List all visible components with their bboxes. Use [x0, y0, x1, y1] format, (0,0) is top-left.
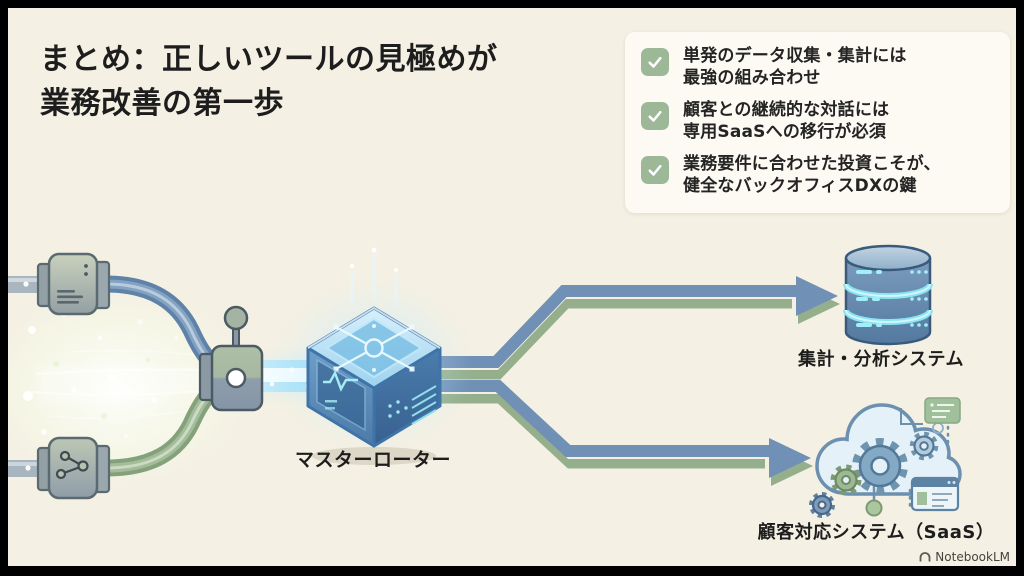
title-line-1: まとめ：正しいツールの見極めが: [40, 42, 498, 77]
check-line: 最強の組み合わせ: [683, 68, 821, 89]
check-line: 健全なバックオフィスDXの鍵: [683, 176, 917, 197]
check-icon: [641, 48, 669, 76]
gear-icon: [809, 492, 835, 518]
check-item-text: 単発のデータ収集・集計には 最強の組み合わせ: [683, 45, 907, 90]
arrow-right-icon: [769, 438, 811, 478]
check-item: 顧客との継続的な対話には 専用SaaSへの移行が必須: [641, 99, 994, 144]
master-router-cube-icon: [274, 247, 474, 465]
notebooklm-logo-icon: [919, 552, 931, 562]
valve-junction-icon: [198, 305, 264, 412]
gear-icon: [909, 431, 939, 461]
analytics-system-label: 集計・分析システム: [798, 349, 964, 370]
check-line: 単発のデータ収集・集計には: [683, 46, 907, 66]
cloud-gears-icon: [809, 397, 962, 518]
page-title: まとめ：正しいツールの見極めが 業務改善の第一歩: [40, 38, 600, 125]
output-arrow-top: [438, 276, 840, 380]
pipeline-diagram: [8, 244, 962, 518]
checklist-panel: 単発のデータ収集・集計には 最強の組み合わせ 顧客との継続的な対話には 専用Sa…: [625, 32, 1010, 213]
browser-card-icon: [910, 476, 960, 512]
database-stack-icon: [843, 244, 933, 346]
gear-icon: [830, 464, 862, 496]
check-icon: [641, 155, 669, 184]
watermark: NotebookLM: [919, 550, 1010, 564]
check-line: 業務要件に合わせた投資こそが、: [683, 153, 941, 174]
check-item: 業務要件に合わせた投資こそが、 健全なバックオフィスDXの鍵: [641, 153, 994, 198]
check-line: 顧客との継続的な対話には: [683, 99, 890, 120]
list-card-icon: [924, 397, 961, 424]
check-item: 単発のデータ収集・集計には 最強の組み合わせ: [641, 45, 994, 90]
cable-connector-icon: [36, 252, 111, 316]
sparkles-green: [53, 357, 151, 419]
molecule-connector-icon: [36, 436, 111, 500]
watermark-text: NotebookLM: [935, 550, 1010, 564]
output-arrow-bottom: [438, 380, 813, 486]
title-line-2: 業務改善の第一歩: [40, 85, 284, 121]
check-line: 専用SaaSへの移行が必須: [683, 122, 887, 143]
check-item-text: 顧客との継続的な対話には 専用SaaSへの移行が必須: [683, 99, 889, 144]
check-item-text: 業務要件に合わせた投資こそが、 健全なバックオフィスDXの鍵: [683, 153, 941, 198]
master-router-label: マスターローター: [294, 449, 451, 471]
arrow-right-icon: [796, 276, 838, 316]
slide: まとめ：正しいツールの見極めが 業務改善の第一歩 単発のデータ収集・集計には 最…: [8, 8, 1016, 566]
gear-icon: [852, 438, 908, 494]
saas-system-label: 顧客対応システム（SaaS）: [757, 522, 995, 543]
check-icon: [641, 101, 669, 130]
